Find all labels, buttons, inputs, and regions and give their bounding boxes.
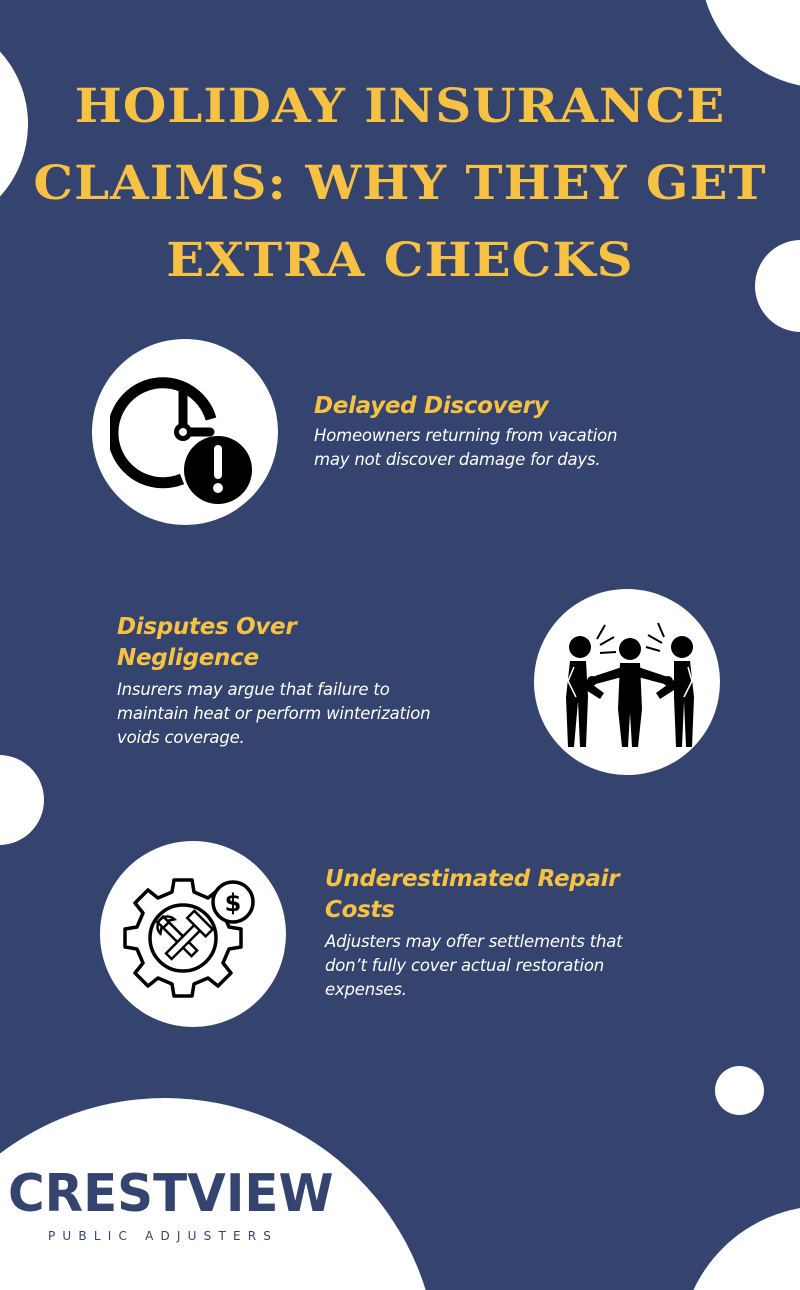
clock-alert-icon <box>110 377 252 504</box>
body-line: maintain heat or perform winterization <box>117 704 431 723</box>
item-body: Homeowners returning from vacation may n… <box>314 424 694 472</box>
heading-line: Disputes Over <box>117 614 297 640</box>
decor-circle-bottom-right <box>680 1206 800 1290</box>
body-line: voids coverage. <box>117 728 245 747</box>
logo-wordmark: CRESTVIEW <box>8 1164 334 1224</box>
item-delayed-discovery: Delayed Discovery Homeowners returning f… <box>314 391 694 472</box>
item-heading: Underestimated Repair Costs <box>325 864 705 926</box>
title-line: EXTRA CHECKS <box>166 233 634 288</box>
body-line: may not discover damage for days. <box>314 450 601 469</box>
body-line: Adjusters may offer settlements that <box>325 932 623 951</box>
company-logo: CRESTVIEW PUBLIC ADJUSTERS <box>8 1168 338 1243</box>
item-heading: Disputes Over Negligence <box>117 612 517 674</box>
gear-tools-dollar-icon: $ <box>123 878 255 998</box>
title-line: HOLIDAY INSURANCE <box>74 79 726 134</box>
item-body: Adjusters may offer settlements that don… <box>325 930 705 1002</box>
heading-line: Costs <box>325 897 395 923</box>
body-line: Insurers may argue that failure to <box>117 680 390 699</box>
item-underestimated-repair-costs: Underestimated Repair Costs Adjusters ma… <box>325 864 705 1002</box>
body-line: expenses. <box>325 980 407 999</box>
icon-badge-disputes <box>534 589 720 775</box>
decor-circle-small-right <box>715 1066 764 1115</box>
icon-badge-repair-costs: $ <box>100 841 286 1027</box>
body-line: don’t fully cover actual restoration <box>325 956 604 975</box>
arguing-people-icon <box>566 622 694 747</box>
item-heading: Delayed Discovery <box>314 391 694 422</box>
icon-badge-delayed-discovery <box>92 339 278 525</box>
item-disputes-over-negligence: Disputes Over Negligence Insurers may ar… <box>117 612 517 750</box>
logo-subtitle: PUBLIC ADJUSTERS <box>48 1229 279 1243</box>
decor-circle-left-mid <box>0 755 44 845</box>
heading-line: Negligence <box>117 645 259 671</box>
item-body: Insurers may argue that failure to maint… <box>117 678 517 750</box>
heading-line: Underestimated Repair <box>325 866 620 892</box>
title-line: CLAIMS: WHY THEY GET <box>33 156 767 211</box>
svg-text:$: $ <box>225 889 242 917</box>
body-line: Homeowners returning from vacation <box>314 426 618 445</box>
heading-line: Delayed Discovery <box>314 393 549 419</box>
page-title: HOLIDAY INSURANCE CLAIMS: WHY THEY GET E… <box>0 68 800 299</box>
